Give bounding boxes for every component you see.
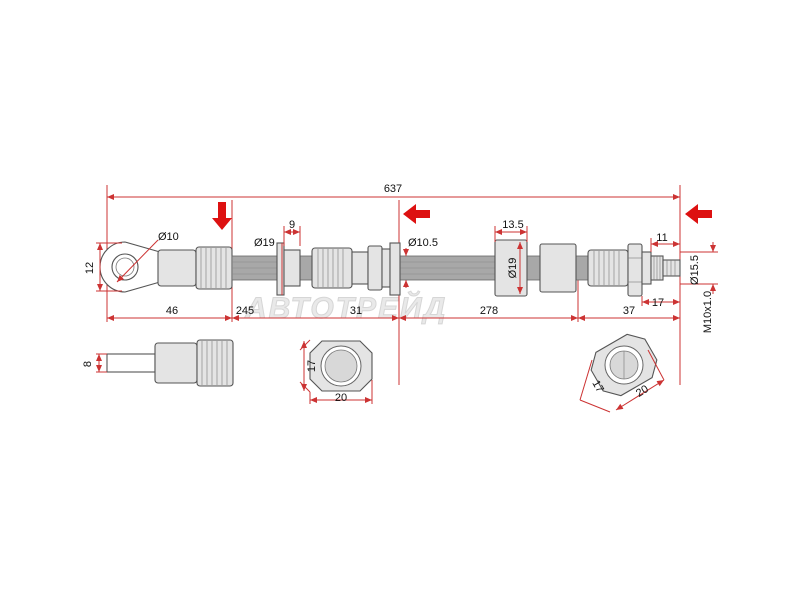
- arrow-left-icon: [685, 204, 712, 224]
- bracket1-width-label: 9: [289, 219, 295, 231]
- banjo-eye-fitting: [99, 241, 233, 293]
- hose-diameter-dimension: Ø10.5: [403, 237, 438, 288]
- bracket2-diameter-label: Ø19: [507, 258, 519, 279]
- eye-height-dimension: 12: [84, 242, 122, 292]
- direction-arrows: [212, 202, 712, 230]
- segment2-length-dimension: 278: [399, 305, 578, 321]
- nut-offset-label: 37: [623, 305, 635, 317]
- threaded-end-fitting: [587, 243, 681, 297]
- nut-length-dimension: 11: [650, 232, 680, 252]
- fitting-length-label: 17: [652, 297, 664, 309]
- bracket1-offset-label: 31: [350, 305, 362, 317]
- fitting-length-dimension: 17: [641, 296, 680, 309]
- fitting-diameter-dimension: Ø15.5 M10x1.0: [680, 242, 718, 333]
- arrow-down-icon: [212, 202, 232, 230]
- eye-height-label: 12: [84, 262, 96, 274]
- overall-length-dimension: 637: [107, 183, 680, 200]
- mounting-bracket-1: 9 Ø19: [254, 219, 301, 296]
- mounting-bracket-2: 13.5 Ø19: [494, 219, 577, 297]
- bracket1-diameter-label: Ø19: [254, 237, 275, 249]
- middle-crimp-fitting: [311, 242, 401, 296]
- hex-end-view-1: 17 20: [299, 339, 373, 404]
- eye-offset-dimension: 46: [107, 305, 232, 321]
- hex2-width-label: 20: [634, 383, 651, 400]
- eye-offset-label: 46: [166, 305, 178, 317]
- segment2-length-label: 278: [480, 305, 498, 317]
- nut-length-label: 11: [656, 232, 667, 244]
- hex1-width-label: 20: [335, 392, 347, 404]
- arrow-left-icon: [403, 204, 430, 224]
- eye-diameter-label: Ø10: [158, 231, 179, 243]
- segment1-length-label: 245: [236, 305, 254, 317]
- nut-offset-dimension: 37: [578, 305, 680, 321]
- fitting-diameter-label: Ø15.5: [689, 255, 701, 285]
- hex-end-view-2: 17 20: [579, 333, 665, 413]
- eye-diameter-dimension: Ø10: [116, 231, 179, 283]
- bracket2-width-label: 13.5: [502, 219, 523, 231]
- hex2-height-label: 17: [589, 378, 606, 395]
- hose-body: [231, 255, 589, 281]
- thread-spec-label: M10x1.0: [702, 291, 714, 333]
- hose-diameter-label: Ø10.5: [408, 237, 438, 249]
- hex1-height-label: 17: [306, 360, 318, 372]
- side-view-width-label: 8: [82, 361, 94, 367]
- eye-side-view: 8: [82, 339, 234, 387]
- watermark-text: АВТОТРЕЙД: [244, 290, 447, 325]
- overall-length-label: 637: [384, 183, 402, 195]
- segment1-length-dimension: 245 31: [232, 305, 399, 321]
